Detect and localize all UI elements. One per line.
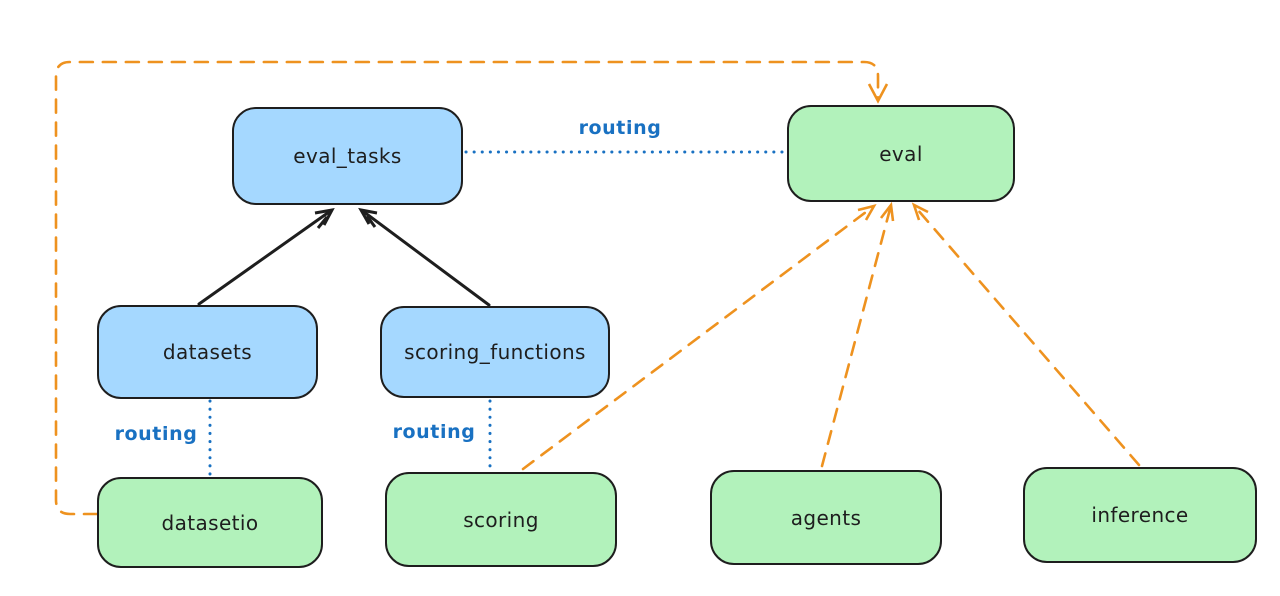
- edge-label-routing-datasets-datasetio: routing: [114, 423, 198, 445]
- arrowhead-datasets-evaltasks: [314, 207, 335, 226]
- arrowhead-inference-eval: [911, 202, 929, 221]
- arrowhead-datasetio-eval: [867, 83, 889, 104]
- edge-datasetio-to-eval: [54, 60, 889, 516]
- node-eval-label: eval: [879, 141, 923, 166]
- node-scoring-label: scoring: [463, 507, 539, 532]
- node-agents: agents: [710, 470, 942, 565]
- node-scoring-functions-label: scoring_functions: [404, 340, 586, 364]
- node-inference: inference: [1023, 467, 1257, 563]
- edge-datasets-to-evaltasks: [197, 207, 335, 306]
- arrowhead-agents-eval: [879, 201, 895, 222]
- arrowhead-scoringfunctions-evaltasks: [358, 207, 378, 225]
- arrowhead-scoring-eval: [857, 203, 877, 221]
- node-inference-label: inference: [1091, 503, 1189, 527]
- node-scoring: scoring: [385, 472, 617, 567]
- edge-scoring-to-eval: [521, 203, 877, 471]
- node-scoring-functions: scoring_functions: [380, 306, 610, 398]
- edge-label-routing-scoringfunctions-scoring: routing: [392, 421, 476, 443]
- node-datasetio-label: datasetio: [161, 510, 259, 535]
- node-eval-tasks-label: eval_tasks: [293, 144, 402, 168]
- node-datasets-label: datasets: [162, 340, 253, 364]
- node-datasets: datasets: [97, 305, 318, 399]
- node-eval: eval: [787, 105, 1015, 202]
- edge-inference-to-eval: [911, 202, 1141, 467]
- edge-scoringfunctions-to-evaltasks: [358, 207, 491, 307]
- edge-agents-to-eval: [820, 201, 895, 468]
- node-eval-tasks: eval_tasks: [232, 107, 463, 205]
- node-agents-label: agents: [790, 505, 862, 530]
- edge-label-routing-evaltasks-eval: routing: [578, 117, 662, 139]
- node-datasetio: datasetio: [97, 477, 323, 568]
